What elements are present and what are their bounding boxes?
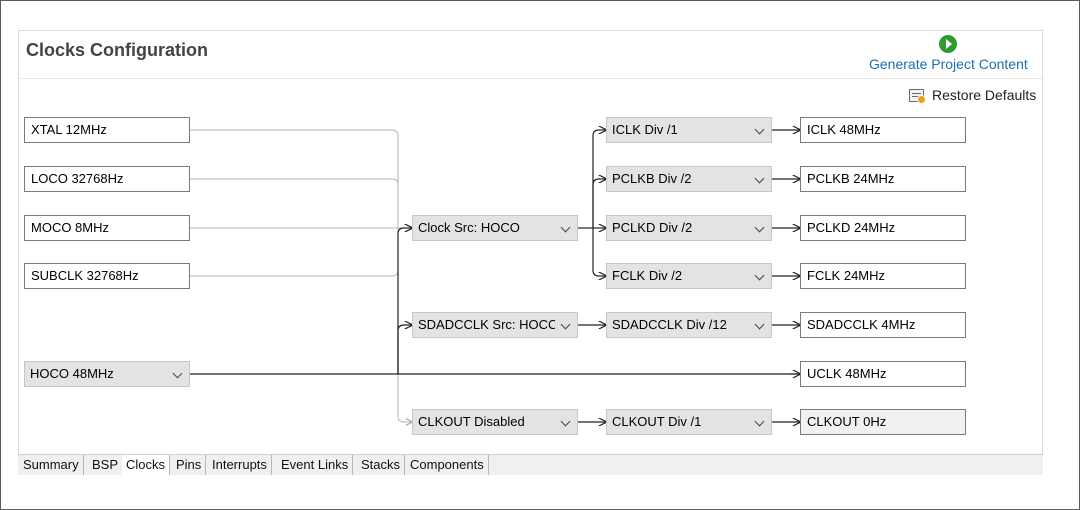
hoco-source-value: HOCO 48MHz — [30, 366, 114, 381]
play-circle-icon[interactable] — [939, 35, 957, 53]
page-title: Clocks Configuration — [26, 40, 209, 60]
generate-project-content-label[interactable]: Generate Project Content — [869, 56, 1028, 72]
sdadcclk-output-field[interactable]: SDADCCLK 4MHz — [800, 312, 966, 338]
clock-src-value: Clock Src: HOCO — [418, 220, 520, 235]
fclk-div-dropdown[interactable]: FCLK Div /2 — [606, 263, 772, 289]
iclk-div-dropdown[interactable]: ICLK Div /1 — [606, 117, 772, 143]
pclkb-div-dropdown[interactable]: PCLKB Div /2 — [606, 166, 772, 192]
chevron-down-icon[interactable] — [754, 173, 765, 184]
pclkb-output-field[interactable]: PCLKB 24MHz — [800, 166, 966, 192]
hoco-source-dropdown[interactable]: HOCO 48MHz — [24, 361, 190, 387]
clocks-panel — [18, 30, 1043, 475]
chevron-down-icon[interactable] — [560, 319, 571, 330]
sdadcclk-src-dropdown[interactable]: SDADCCLK Src: HOCO — [412, 312, 578, 338]
clock-src-dropdown[interactable]: Clock Src: HOCO — [412, 215, 578, 241]
sdadcclk-div-dropdown[interactable]: SDADCCLK Div /12 — [606, 312, 772, 338]
tab-clocks[interactable]: Clocks — [122, 455, 171, 475]
loco-source-field[interactable]: LOCO 32768Hz — [24, 166, 190, 192]
iclk-div-value: ICLK Div /1 — [612, 122, 678, 137]
tab-pins[interactable]: Pins — [172, 455, 207, 475]
chevron-down-icon[interactable] — [754, 222, 765, 233]
chevron-down-icon[interactable] — [754, 270, 765, 281]
chevron-down-icon[interactable] — [754, 124, 765, 135]
clkout-div-value: CLKOUT Div /1 — [612, 414, 702, 429]
editor-tab-bar — [18, 454, 1043, 475]
chevron-down-icon[interactable] — [754, 319, 765, 330]
clkout-div-dropdown[interactable]: CLKOUT Div /1 — [606, 409, 772, 435]
generate-project-content-button[interactable]: Generate Project Content — [866, 34, 1032, 74]
tab-components[interactable]: Components — [406, 455, 489, 475]
pclkd-div-dropdown[interactable]: PCLKD Div /2 — [606, 215, 772, 241]
tab-stacks[interactable]: Stacks — [357, 455, 406, 475]
chevron-down-icon[interactable] — [754, 416, 765, 427]
tab-event-links[interactable]: Event Links — [277, 455, 354, 475]
sdadcclk-div-value: SDADCCLK Div /12 — [612, 317, 727, 332]
tab-interrupts[interactable]: Interrupts — [208, 455, 272, 475]
restore-defaults-label[interactable]: Restore Defaults — [932, 87, 1037, 103]
fclk-div-value: FCLK Div /2 — [612, 268, 683, 283]
restore-defaults-icon[interactable] — [909, 89, 926, 104]
header-divider — [19, 78, 1042, 79]
chevron-down-icon[interactable] — [172, 368, 183, 379]
iclk-output-field[interactable]: ICLK 48MHz — [800, 117, 966, 143]
chevron-down-icon[interactable] — [560, 222, 571, 233]
pclkd-output-field[interactable]: PCLKD 24MHz — [800, 215, 966, 241]
clkout-output-field: CLKOUT 0Hz — [800, 409, 966, 435]
clkout-src-value: CLKOUT Disabled — [418, 414, 525, 429]
tab-bsp[interactable]: BSP — [88, 455, 124, 475]
pclkd-div-value: PCLKD Div /2 — [612, 220, 693, 235]
xtal-source-field[interactable]: XTAL 12MHz — [24, 117, 190, 143]
sdadcclk-src-value: SDADCCLK Src: HOCO — [418, 317, 555, 332]
tab-summary[interactable]: Summary — [19, 455, 84, 475]
moco-source-field[interactable]: MOCO 8MHz — [24, 215, 190, 241]
chevron-down-icon[interactable] — [560, 416, 571, 427]
uclk-output-field[interactable]: UCLK 48MHz — [800, 361, 966, 387]
fclk-output-field[interactable]: FCLK 24MHz — [800, 263, 966, 289]
pclkb-div-value: PCLKB Div /2 — [612, 171, 692, 186]
clkout-src-dropdown[interactable]: CLKOUT Disabled — [412, 409, 578, 435]
subclk-source-field[interactable]: SUBCLK 32768Hz — [24, 263, 190, 289]
